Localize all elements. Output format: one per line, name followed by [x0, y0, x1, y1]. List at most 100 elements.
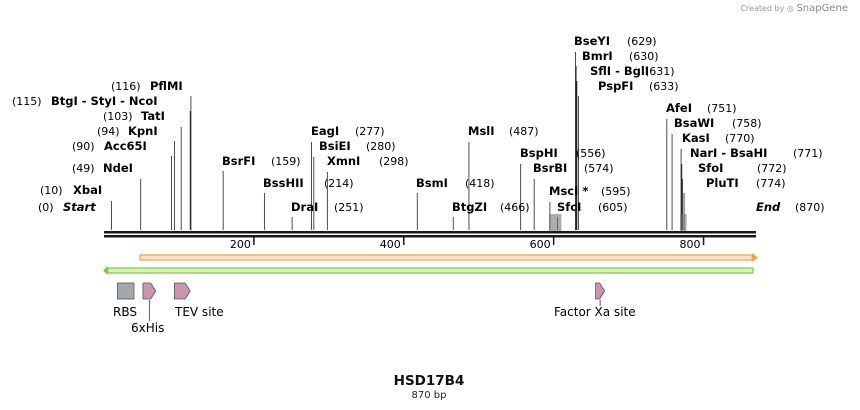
site-name-pspfi: PspFI — [598, 79, 633, 93]
tick-label-400: 400 — [380, 238, 401, 251]
snapgene-logo-icon: ◎ — [786, 4, 794, 13]
tick-label-600: 600 — [530, 238, 551, 251]
site-name-tati: TatI — [141, 109, 165, 123]
map-title: HSD17B4 — [394, 373, 465, 389]
site-position-msci: (595) — [601, 185, 631, 198]
site-name-sfoi: SfoI — [698, 161, 723, 175]
site-name-nari-bsahi: NarI - BsaHI — [690, 146, 767, 160]
feature-label-6xhis: 6xHis — [131, 321, 164, 335]
site-position-kpni: (94) — [97, 125, 120, 138]
site-name-kpni: KpnI — [128, 124, 158, 138]
green-strand-bar — [103, 266, 754, 275]
backbone-bottom-strand — [104, 235, 756, 238]
tick-label-200: 200 — [230, 238, 251, 251]
feature-label-tev-site: TEV site — [174, 305, 224, 319]
site-position-xbai: (10) — [40, 184, 63, 197]
backbone-top-strand — [104, 231, 756, 234]
feature-rbs: RBS — [113, 282, 137, 319]
sequence-backbone — [104, 214, 756, 238]
feature-arrow-factor-xa-site — [595, 282, 606, 300]
site-name-bsrbi: BsrBI — [533, 161, 567, 175]
site-position-pflmi: (116) — [111, 80, 141, 93]
site-name-xbai: XbaI — [73, 183, 102, 197]
site-position-kasi: (770) — [725, 132, 755, 145]
site-name-msli: MslI — [468, 124, 495, 138]
ruler-ticks: 200 400 600 800 — [230, 237, 705, 251]
watermark-brand: SnapGene — [796, 3, 848, 14]
site-name-msci: MscI * — [549, 184, 588, 198]
site-position-nari-bsahi: (771) — [793, 147, 823, 160]
site-name-acc65i: Acc65I — [104, 139, 147, 153]
feature-arrow-6xhis — [142, 282, 157, 300]
map-length: 870 bp — [412, 390, 447, 401]
site-name-bsiei: BsiEI — [319, 139, 351, 153]
site-name-eagi: EagI — [311, 124, 339, 138]
site-position-sfci: (605) — [598, 201, 628, 214]
site-name-bsshii: BssHII — [263, 176, 304, 190]
site-name-bsmi: BsmI — [416, 176, 448, 190]
site-position-afei: (751) — [707, 102, 737, 115]
site-name-sfli-bgli: SflI - BglI — [590, 64, 649, 78]
site-name-bsawi: BsaWI — [674, 116, 714, 130]
site-position-bsrbi: (574) — [584, 162, 614, 175]
site-position-bmri: (630) — [629, 50, 659, 63]
watermark-prefix: Created by — [740, 4, 785, 13]
site-position-bsawi: (758) — [732, 117, 762, 130]
green-bar-arrowhead — [103, 266, 108, 275]
feature-box-rbs — [117, 282, 135, 300]
site-position-tati: (103) — [103, 110, 133, 123]
strand-bars — [103, 253, 758, 275]
feature-6xhis: 6xHis — [131, 282, 164, 335]
feature-arrow-tev-site — [174, 282, 191, 300]
site-position-pluti: (774) — [756, 177, 786, 190]
site-position-sfli-bgli: (631) — [645, 65, 675, 78]
site-position-bsmi: (418) — [465, 177, 495, 190]
site-name-sfci: SfcI — [557, 200, 581, 214]
site-name-start: Start — [63, 200, 96, 214]
site-name-xmni: XmnI — [327, 154, 360, 168]
feature-label-rbs: RBS — [113, 305, 137, 319]
site-position-bsphi: (556) — [576, 147, 606, 160]
site-name-ndei: NdeI — [103, 161, 133, 175]
feature-tev-site: TEV site — [174, 282, 224, 319]
site-name-end: End — [756, 200, 781, 214]
site-name-bsrfi: BsrFI — [222, 154, 255, 168]
site-name-btgzi: BtgZI — [452, 200, 487, 214]
site-name-bsphi: BspHI — [520, 146, 558, 160]
site-position-drai: (251) — [334, 201, 364, 214]
site-position-pspfi: (633) — [649, 80, 679, 93]
cut-cluster-mark-1 — [680, 214, 687, 231]
site-position-sfoi: (772) — [757, 162, 787, 175]
site-position-bseyi: (629) — [627, 35, 657, 48]
site-name-pluti: PluTI — [706, 176, 739, 190]
site-position-bsshii: (214) — [324, 177, 354, 190]
cut-cluster-mark-0 — [548, 214, 562, 231]
site-position-start: (0) — [38, 201, 54, 214]
site-position-bsrfi: (159) — [271, 155, 301, 168]
orange-bar-arrowhead — [752, 253, 758, 262]
site-name-kasi: KasI — [682, 131, 710, 145]
site-position-btgzi: (466) — [500, 201, 530, 214]
site-position-bsiei: (280) — [366, 140, 396, 153]
site-labels: Start (0) XbaI (10) NdeI (49) Acc65I (90) KpnI (9… — [12, 34, 825, 214]
features: RBS 6xHis TEV site Factor Xa site — [113, 282, 636, 335]
site-leader-lines — [111, 52, 685, 230]
feature-label-factor-xa-site: Factor Xa site — [554, 305, 636, 319]
site-name-bseyi: BseYI — [574, 34, 610, 48]
site-position-acc65i: (90) — [72, 140, 95, 153]
site-name-pflmi: PflMI — [150, 79, 183, 93]
orange-bar-body — [139, 254, 753, 261]
site-position-end: (870) — [795, 201, 825, 214]
site-position-eagi: (277) — [355, 125, 385, 138]
site-position-btgi-styi-ncoi: (115) — [12, 95, 42, 108]
site-name-afei: AfeI — [666, 101, 692, 115]
site-position-ndei: (49) — [72, 162, 95, 175]
feature-factor-xa-site: Factor Xa site — [554, 282, 636, 319]
green-bar-body — [107, 267, 754, 274]
tick-label-800: 800 — [680, 238, 701, 251]
orange-reading-frame-bar — [139, 253, 758, 262]
site-position-msli: (487) — [509, 125, 539, 138]
site-name-drai: DraI — [291, 200, 318, 214]
site-name-btgi-styi-ncoi: BtgI - StyI - NcoI — [51, 94, 158, 108]
